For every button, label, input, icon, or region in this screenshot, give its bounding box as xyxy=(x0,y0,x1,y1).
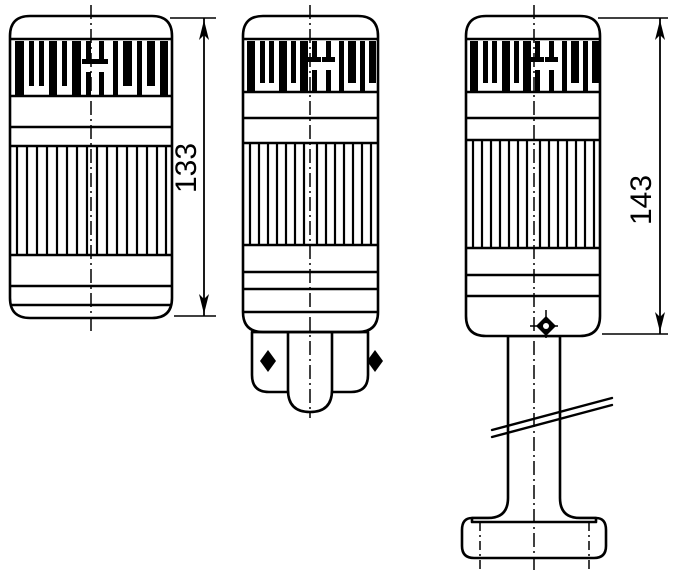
dimension-133-arrow-top xyxy=(199,20,209,40)
dimension-143-arrow-top xyxy=(655,20,665,40)
side-view-knurl-bars xyxy=(247,41,376,92)
diamond-marker-right-icon xyxy=(367,350,383,372)
right-view-fin-lines xyxy=(471,141,596,247)
side-view xyxy=(241,5,383,418)
dimension-133: 133 xyxy=(170,17,216,317)
dimension-143-label: 143 xyxy=(625,175,658,225)
break-symbol-icon xyxy=(490,396,614,439)
dimension-133-label: 133 xyxy=(170,143,203,193)
dimension-143-arrow-bottom xyxy=(655,312,665,332)
dimension-133-arrow-bottom xyxy=(199,294,209,314)
front-view xyxy=(8,5,174,332)
dimension-143: 143 xyxy=(598,17,668,335)
right-view-stem xyxy=(470,334,598,524)
right-view-body-outline xyxy=(464,14,602,338)
front-view-fin-lines xyxy=(15,147,168,254)
right-view-knurl-bars xyxy=(470,41,599,92)
side-view-fin-lines xyxy=(248,144,373,244)
right-view xyxy=(460,5,614,570)
front-view-knurl-bars xyxy=(15,41,168,96)
center-diamond-marker-icon xyxy=(530,310,562,342)
diamond-marker-left-icon xyxy=(260,350,276,372)
